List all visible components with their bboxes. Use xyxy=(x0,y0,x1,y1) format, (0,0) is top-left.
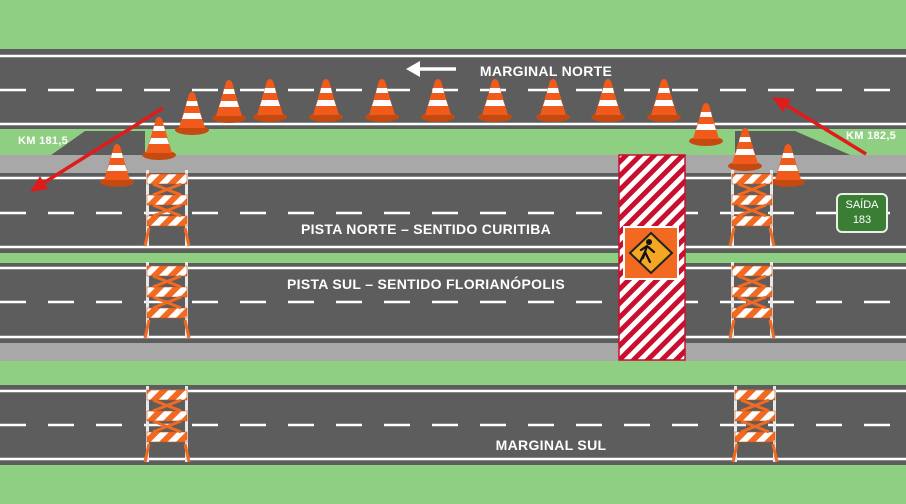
arrow-red-left-icon xyxy=(30,106,164,192)
exit-sign-line2: 183 xyxy=(852,214,872,226)
arrow-left-white-icon xyxy=(406,61,456,77)
exit-sign: SAÍDA 183 xyxy=(836,193,888,233)
shoulder-south xyxy=(0,343,906,361)
marginal-norte-label: MARGINAL NORTE xyxy=(479,63,613,79)
km-marker-right: KM 182,5 xyxy=(846,130,897,142)
median-strip xyxy=(0,253,906,263)
pista-sul-label: PISTA SUL – SENTIDO FLORIANÓPOLIS xyxy=(287,276,565,292)
men-at-work-sign-icon xyxy=(623,226,679,280)
exit-sign-line1: SAÍDA xyxy=(845,199,879,211)
pista-norte-label: PISTA NORTE – SENTIDO CURITIBA xyxy=(300,221,552,237)
arrow-red-right-icon xyxy=(772,97,867,156)
marginal-sul-label: MARGINAL SUL xyxy=(495,437,607,453)
km-marker-left: KM 181,5 xyxy=(18,135,69,147)
